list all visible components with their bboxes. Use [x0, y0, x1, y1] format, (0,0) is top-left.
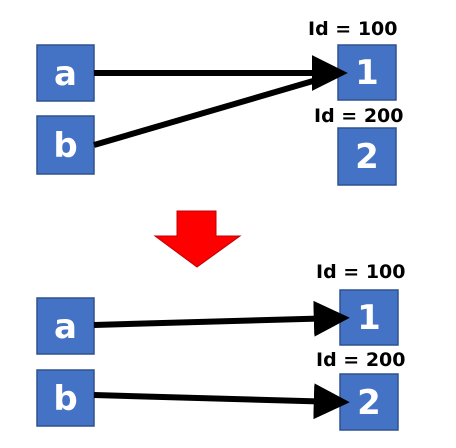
after-node-a: a [36, 297, 95, 355]
before-arrow-b-to-1 [93, 71, 338, 148]
before-node-1: 1 [337, 44, 397, 101]
after-node-2-label: 2 [357, 383, 381, 423]
before-node-1-label: 1 [355, 53, 379, 93]
after-node-b: b [36, 369, 95, 427]
before-node-a-label: a [54, 54, 77, 94]
before-diagram: Id = 100 Id = 200 a b 1 2 [36, 18, 403, 186]
after-node-1-label: 1 [357, 298, 381, 338]
before-node-b: b [36, 115, 95, 175]
after-node-b-label: b [53, 379, 77, 419]
after-node-a-label: a [54, 307, 77, 347]
before-id-200-label: Id = 200 [314, 105, 403, 127]
after-arrow-a-to-1 [93, 300, 350, 337]
after-id-200-label: Id = 200 [316, 349, 405, 371]
after-diagram: Id = 100 Id = 200 a b 1 2 [36, 261, 405, 431]
before-id-100-label: Id = 100 [308, 18, 397, 40]
after-node-2: 2 [339, 373, 399, 431]
before-node-b-label: b [53, 126, 77, 166]
before-node-2: 2 [337, 127, 397, 186]
after-arrow-b-to-2 [93, 383, 350, 420]
before-node-2-label: 2 [355, 137, 379, 177]
after-id-100-label: Id = 100 [316, 261, 405, 283]
down-arrow-icon [153, 210, 242, 268]
after-node-1: 1 [339, 289, 399, 346]
before-node-a: a [36, 44, 95, 102]
